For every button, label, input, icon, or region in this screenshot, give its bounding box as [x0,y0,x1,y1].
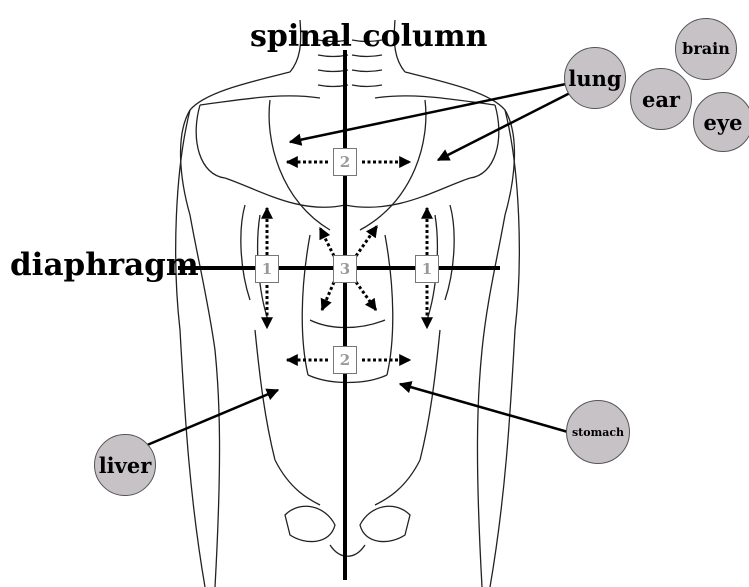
stomach-label: stomach [572,427,624,438]
eye-bubble: eye [693,92,749,152]
spinal-column-label: spinal column [250,22,487,52]
liver-label: liver [99,455,152,476]
eye-label: eye [704,112,743,133]
lung-bubble: lung [564,47,626,109]
brain-bubble: brain [675,18,737,80]
brain-label: brain [682,41,730,57]
ear-label: ear [642,89,680,110]
diaphragm-label: diaphragm [10,250,199,281]
marker-upper-2: 2 [333,148,357,176]
marker-lower-2: 2 [333,346,357,374]
marker-right-1: 1 [415,255,439,283]
marker-center-3: 3 [333,255,357,283]
ear-bubble: ear [630,68,692,130]
stomach-bubble: stomach [566,400,630,464]
marker-left-1: 1 [255,255,279,283]
liver-bubble: liver [94,434,156,496]
lung-label: lung [568,68,621,89]
